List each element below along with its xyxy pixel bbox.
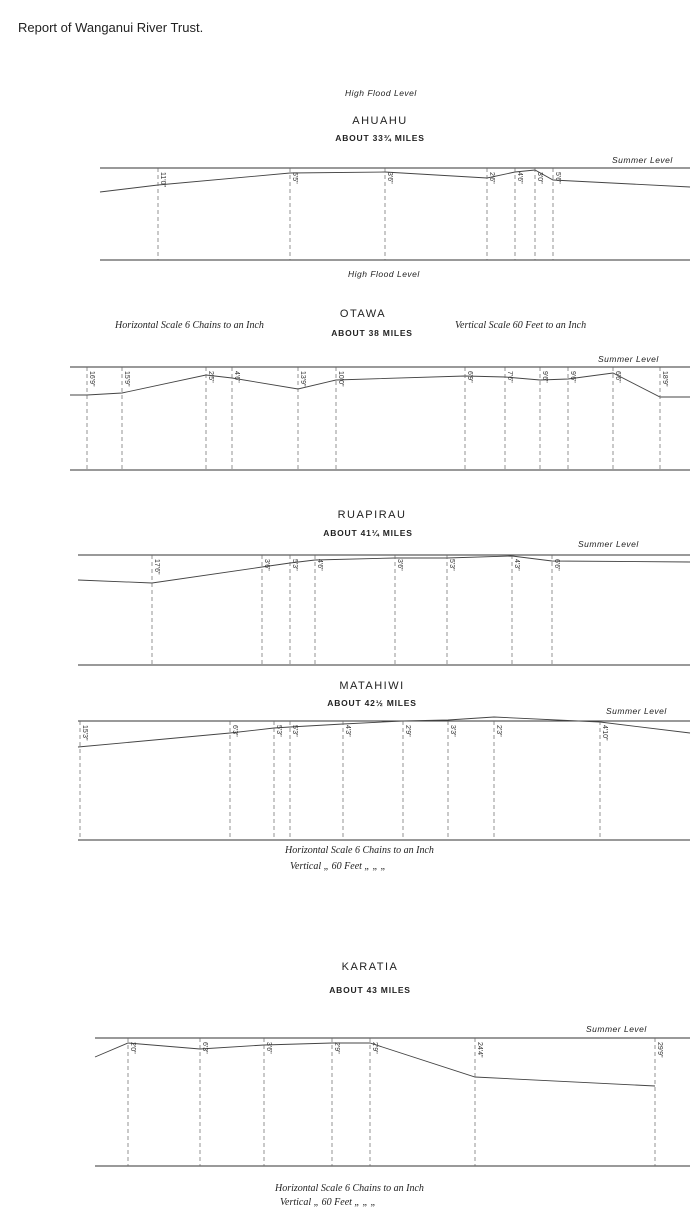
section-title-ruapirau: RUAPIRAU — [337, 509, 407, 521]
depth-label: 3'6" — [263, 559, 270, 571]
scale-caption-horizontal: Horizontal Scale 6 Chains to an Inch — [285, 845, 434, 856]
section-distance-otawa: ABOUT 38 MILES — [331, 328, 413, 338]
section-title-matahiwi: MATAHIWI — [339, 680, 405, 692]
depth-label: 6'6" — [614, 371, 621, 383]
river-bed-profile — [99, 169, 691, 193]
depth-label: 15'9" — [123, 371, 130, 387]
depth-label: 5'3" — [275, 725, 282, 737]
vertical-scale-note: Vertical Scale 60 Feet to an Inch — [455, 320, 587, 331]
scale-caption-vertical: Vertical „ 60 Feet „ „ „ — [280, 1197, 377, 1208]
depth-label: 2'0" — [129, 1042, 136, 1054]
section-distance-karatia: ABOUT 43 MILES — [329, 985, 411, 995]
scale-caption-vertical: Vertical „ 60 Feet „ „ „ — [290, 861, 387, 872]
section-title-karatia: KARATIA — [341, 961, 399, 973]
river-bed-profile — [77, 555, 691, 584]
section-distance-ruapirau: ABOUT 41¼ MILES — [323, 528, 413, 538]
depth-label: 4'10" — [601, 725, 608, 741]
summer-level-label: Summer Level — [586, 1024, 647, 1034]
depth-label: 3'0" — [536, 172, 543, 184]
depth-label: 3'6" — [265, 1042, 272, 1054]
summer-level-label: Summer Level — [606, 706, 667, 716]
depth-label: 4'6" — [233, 371, 240, 383]
depth-label: 5'3" — [291, 559, 298, 571]
horizontal-scale-note: Horizontal Scale 6 Chains to an Inch — [115, 320, 264, 331]
depth-label: 5'5" — [291, 172, 298, 184]
section-title-ahuahu: AHUAHU — [352, 115, 408, 127]
section-title-otawa: OTAWA — [339, 308, 387, 320]
depth-label: 6'9" — [466, 371, 473, 383]
depth-label: 2'6" — [488, 172, 495, 184]
depth-label: 13'9" — [299, 371, 306, 387]
depth-label: 6'3" — [201, 1042, 208, 1054]
river-bed-profile — [77, 716, 691, 748]
page-header: Report of Wanganui River Trust. — [18, 20, 204, 35]
depth-label: 10'0" — [337, 371, 344, 387]
depth-label: 24'4" — [476, 1042, 483, 1058]
depth-label: 15'3" — [81, 725, 88, 741]
depth-label: 4'3" — [344, 725, 351, 737]
depth-label: 6'3" — [231, 725, 238, 737]
depth-label: 2'9" — [371, 1042, 378, 1054]
depth-label: 11'0" — [159, 172, 166, 187]
depth-label: 4'6" — [516, 172, 523, 184]
depth-label: 18'9" — [661, 371, 668, 387]
depth-label: 3'3" — [449, 725, 456, 737]
depth-label: 3'6" — [386, 172, 393, 184]
depth-label: 6'6" — [553, 559, 560, 571]
depth-label: 2'9" — [404, 725, 411, 737]
depth-label: 5'3" — [448, 559, 455, 571]
depth-label: 16'9" — [88, 371, 95, 387]
depth-label: 9'6" — [541, 371, 548, 383]
section-distance-matahiwi: ABOUT 42½ MILES — [327, 698, 417, 708]
depth-label: 5'6" — [554, 172, 561, 184]
summer-level-label: Summer Level — [612, 155, 673, 165]
river-bed-profile — [94, 1042, 656, 1087]
depth-label: 4'6" — [316, 559, 323, 571]
summer-level-label: Summer Level — [578, 539, 639, 549]
scale-caption-horizontal: Horizontal Scale 6 Chains to an Inch — [275, 1183, 424, 1194]
high-flood-level-label: High Flood Level — [345, 88, 417, 98]
depth-label: 5'3" — [291, 725, 298, 737]
river-bed-profile — [70, 372, 690, 398]
section-distance-ahuahu: ABOUT 33¾ MILES — [335, 133, 425, 143]
depth-label: 9'6" — [569, 371, 576, 383]
depth-label: 7'6" — [506, 371, 513, 383]
depth-label: 2'9" — [333, 1042, 340, 1054]
depth-label: 2'5" — [207, 371, 214, 383]
depth-label: 29'9" — [656, 1042, 663, 1058]
summer-level-label: Summer Level — [598, 354, 659, 364]
depth-label: 2'3" — [495, 725, 502, 737]
high-flood-level-label: High Flood Level — [348, 269, 420, 279]
depth-label: 17'6" — [153, 559, 160, 575]
depth-label: 3'6" — [396, 559, 403, 571]
depth-label: 4'3" — [513, 559, 520, 571]
